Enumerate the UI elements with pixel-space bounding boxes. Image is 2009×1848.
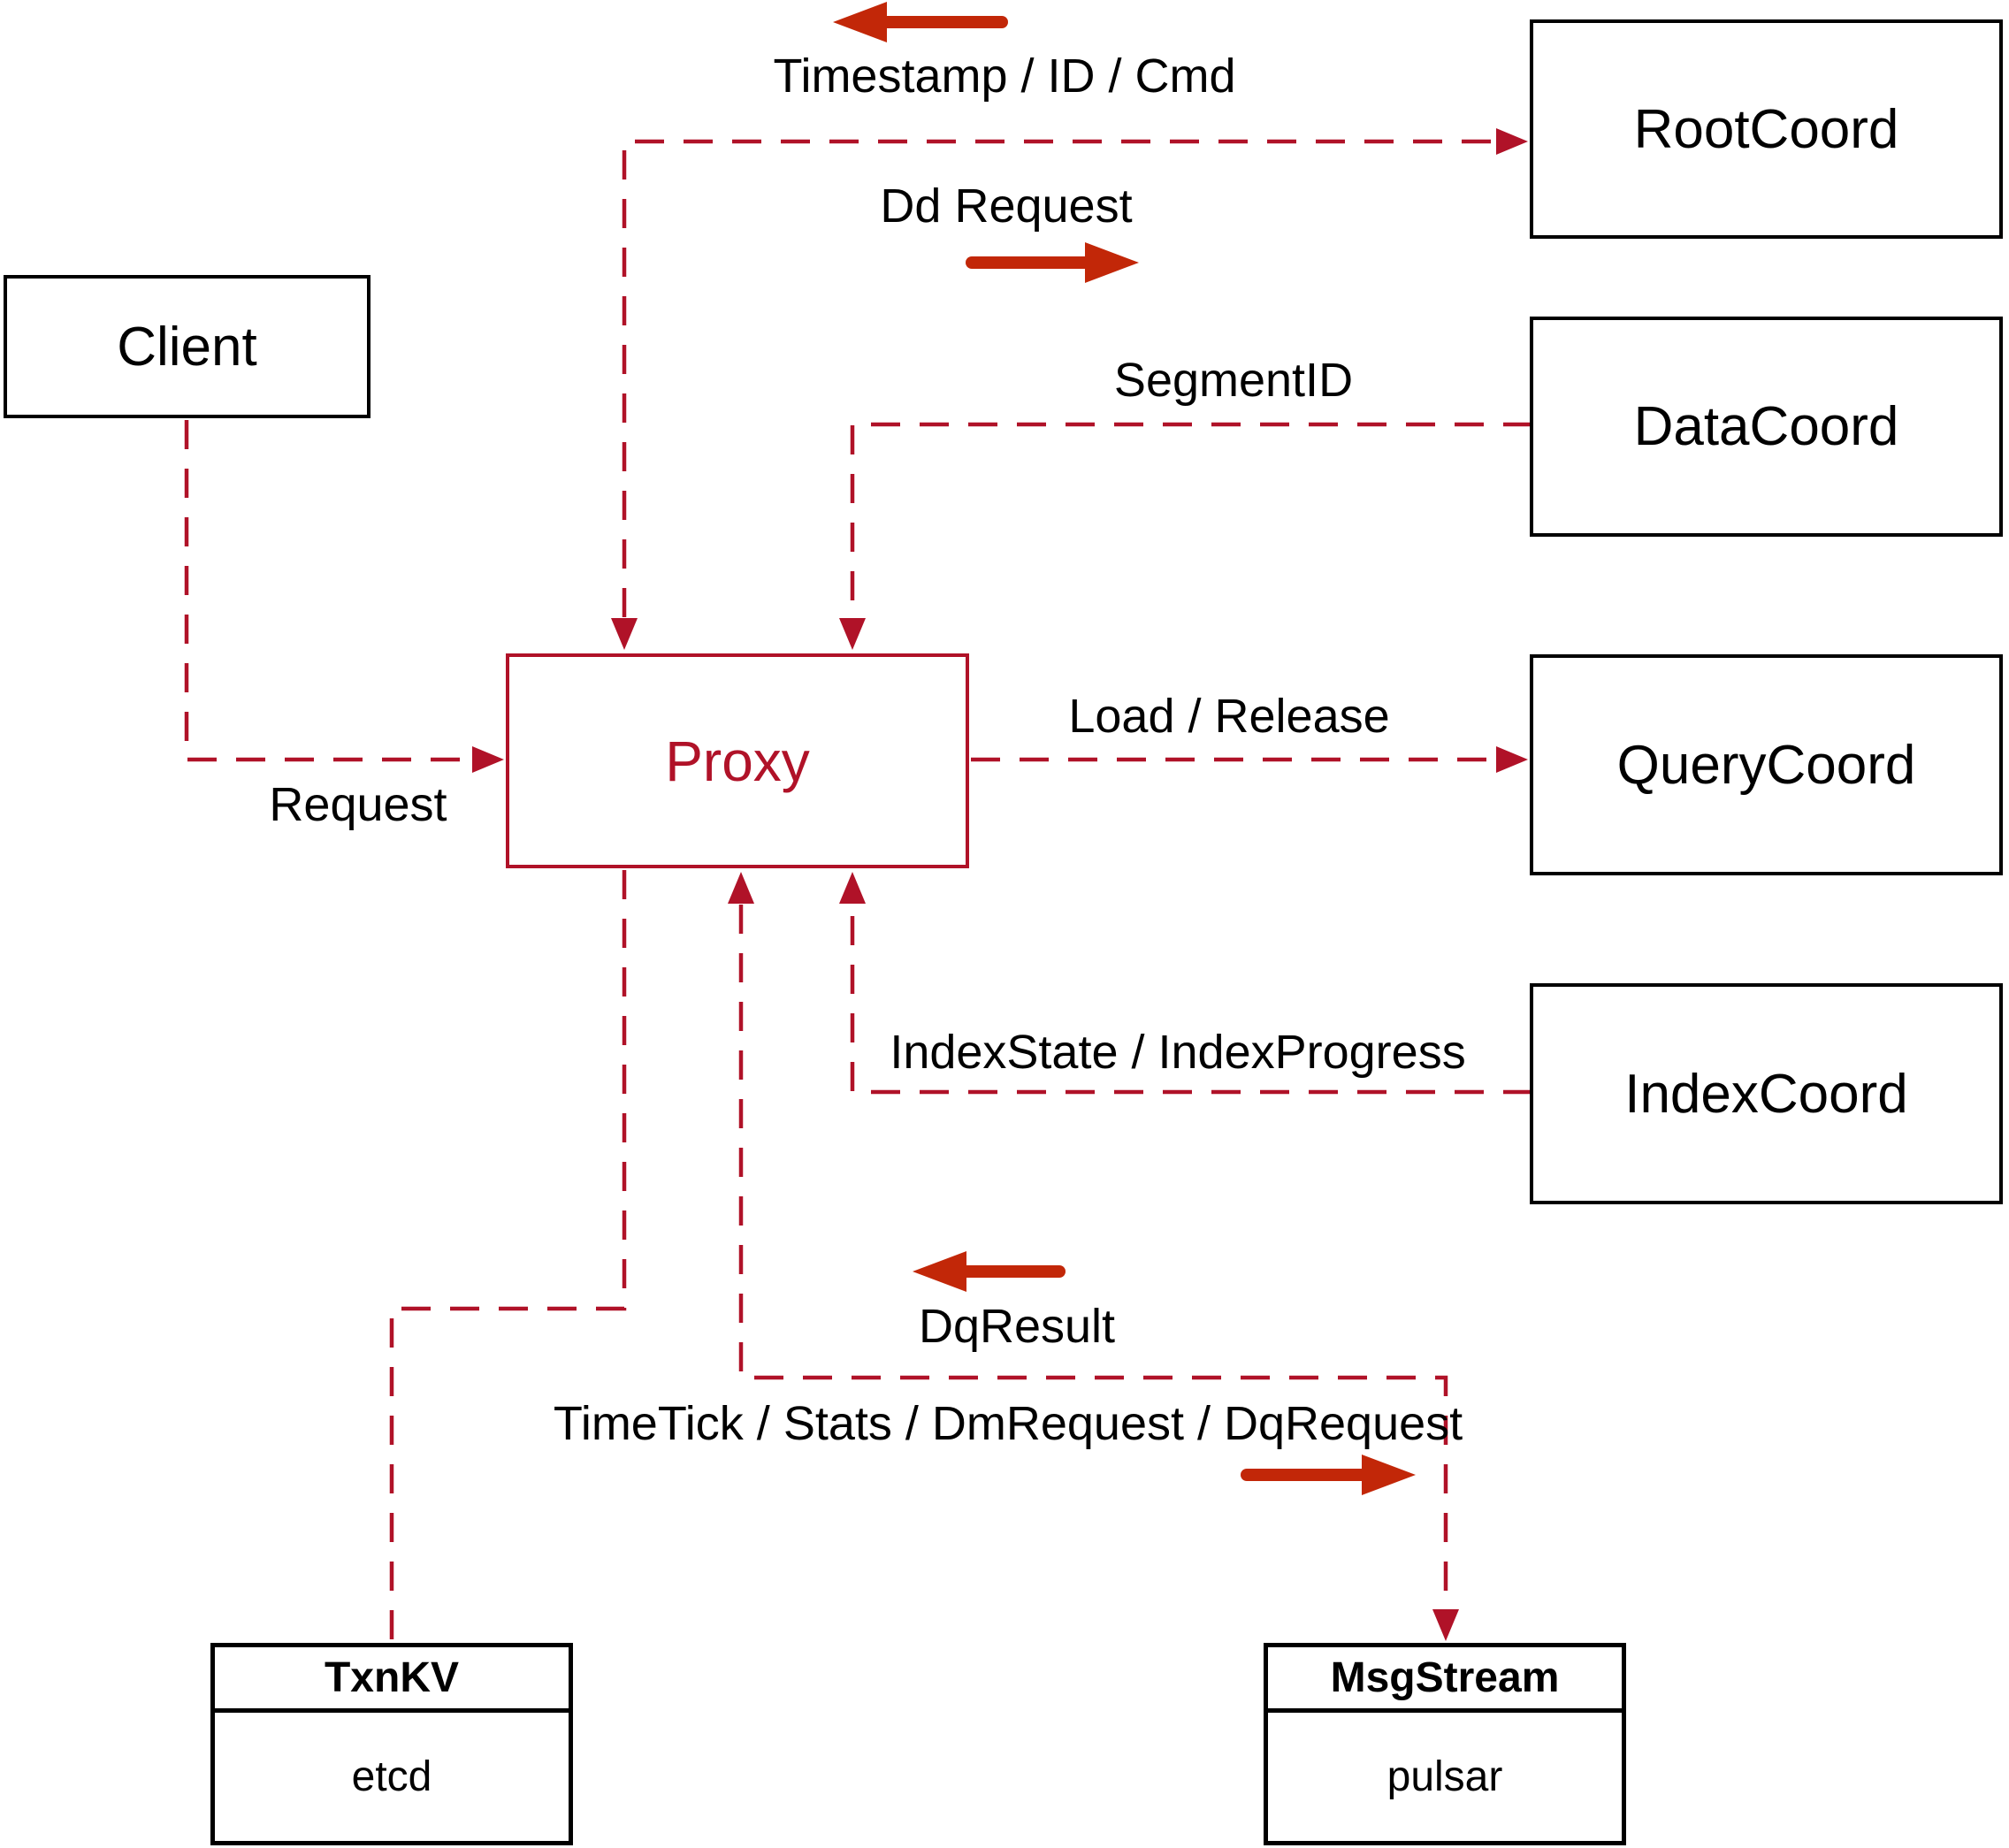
rootcoord-arrowhead	[1496, 128, 1528, 155]
proxy-txnkv-connector	[389, 870, 627, 1641]
client-proxy-arrowhead	[472, 746, 504, 773]
proxy-node: Proxy	[506, 653, 969, 868]
datacoord-proxy-connector	[850, 422, 1532, 617]
proxy-label: Proxy	[665, 729, 810, 793]
querycoord-node: QueryCoord	[1530, 654, 2003, 875]
dd-request-label: Dd Request	[880, 179, 1133, 233]
txnkv-title: TxnKV	[215, 1647, 569, 1713]
proxy-rootcoord-connector	[622, 139, 1495, 617]
querycoord-arrowhead	[1496, 746, 1528, 773]
msgstream-title: MsgStream	[1268, 1647, 1622, 1713]
timestamp-direction-arrow-head	[833, 2, 887, 42]
proxy-top-left-arrowhead	[611, 618, 638, 650]
datacoord-label: DataCoord	[1633, 396, 1899, 457]
proxy-bottom-left-arrowhead	[728, 872, 754, 904]
time-tick-label: TimeTick / Stats / DmRequest / DqRequest	[553, 1397, 1463, 1450]
datacoord-node: DataCoord	[1530, 317, 2003, 537]
rootcoord-label: RootCoord	[1633, 98, 1899, 160]
client-label: Client	[117, 316, 257, 378]
indexcoord-label: IndexCoord	[1624, 1063, 1908, 1125]
querycoord-label: QueryCoord	[1616, 734, 1916, 796]
dq-result-label: DqResult	[918, 1300, 1116, 1353]
msgstream-impl: pulsar	[1386, 1753, 1503, 1800]
indexcoord-proxy-connector	[850, 905, 1532, 1095]
msgstream-node: MsgStream pulsar	[1264, 1643, 1626, 1845]
dq-result-direction-arrow-head	[913, 1251, 966, 1292]
proxy-top-right-arrowhead	[839, 618, 866, 650]
txnkv-node: TxnKV etcd	[210, 1643, 573, 1845]
client-node: Client	[4, 275, 370, 418]
timestamp-id-cmd-label: Timestamp / ID / Cmd	[773, 50, 1236, 103]
indexcoord-node: IndexCoord	[1530, 983, 2003, 1204]
time-tick-direction-arrow-head	[1362, 1455, 1416, 1495]
load-release-label: Load / Release	[1068, 690, 1390, 743]
index-state-progress-label: IndexState / IndexProgress	[890, 1026, 1466, 1079]
dd-request-direction-arrow-head	[1085, 242, 1139, 283]
request-label: Request	[269, 778, 447, 831]
proxy-bottom-right-arrowhead	[839, 872, 866, 904]
proxy-msgstream-connector	[738, 905, 1448, 1608]
rootcoord-node: RootCoord	[1530, 19, 2003, 239]
segment-id-label: SegmentID	[1113, 354, 1354, 407]
msgstream-arrowhead	[1432, 1609, 1459, 1641]
client-proxy-connector	[184, 420, 471, 762]
txnkv-impl: etcd	[351, 1753, 432, 1800]
